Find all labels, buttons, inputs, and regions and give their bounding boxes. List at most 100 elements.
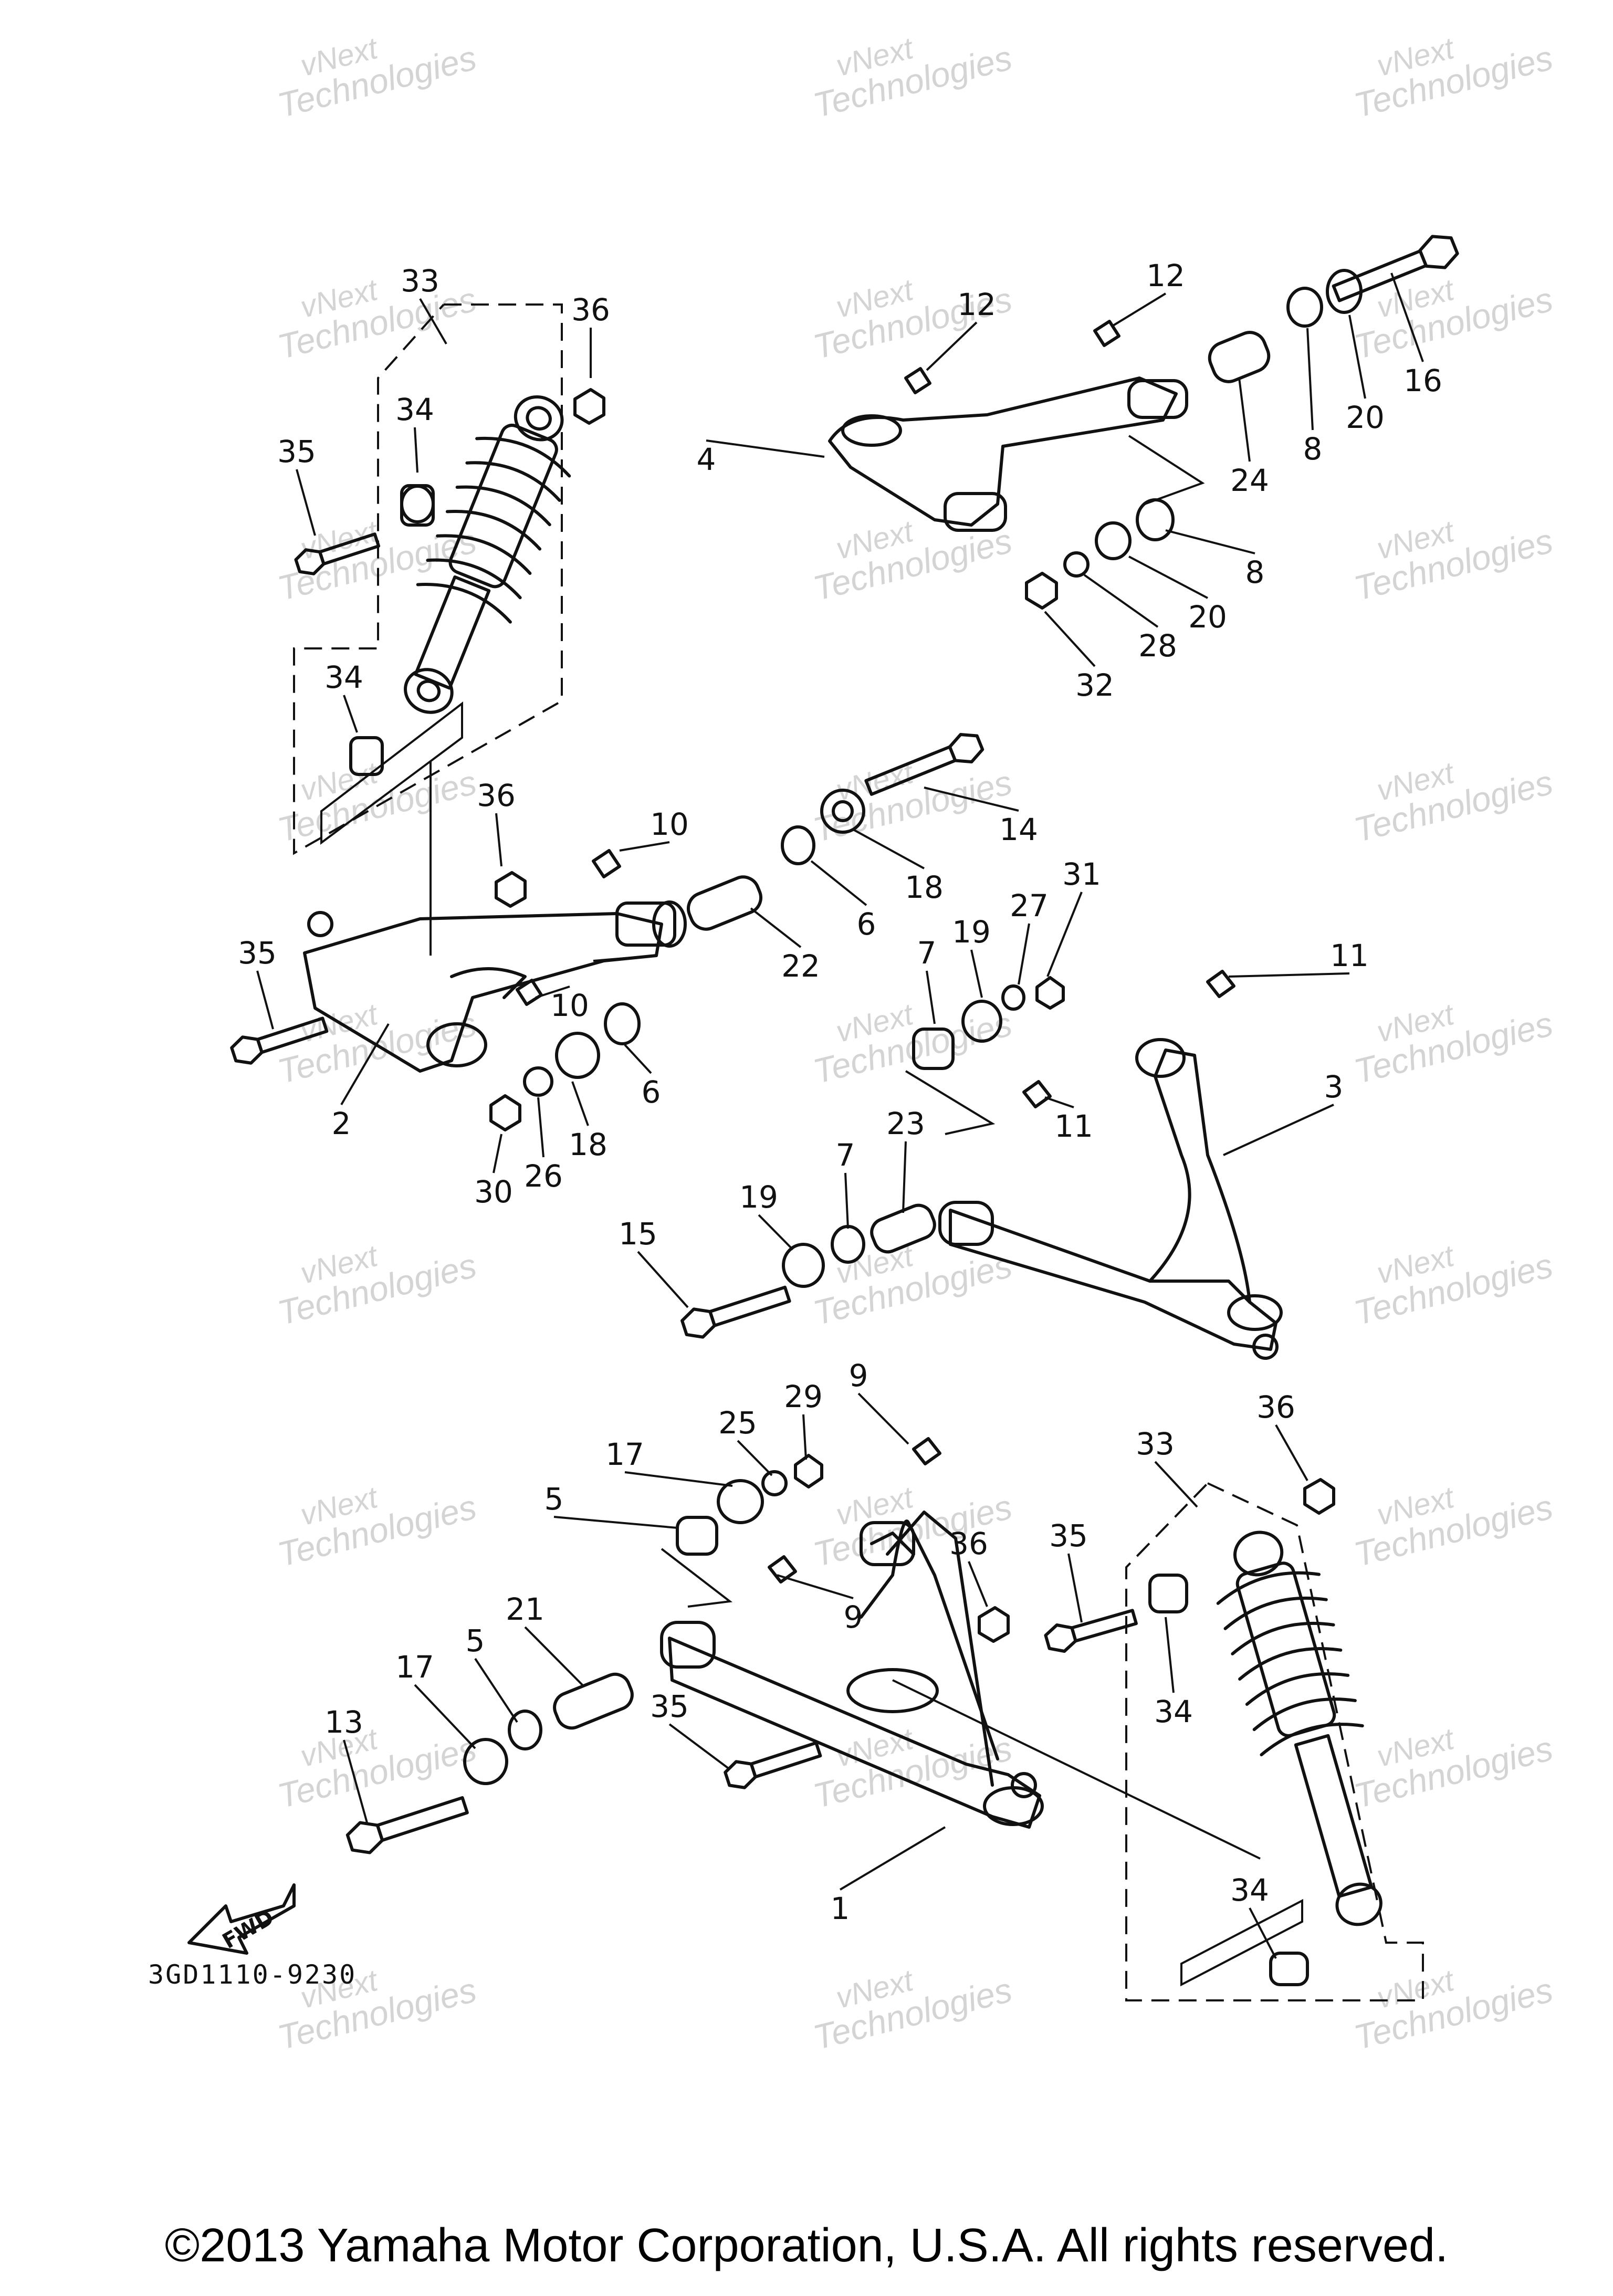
callout-number[interactable]: 2 xyxy=(332,1106,351,1141)
callout-leader-line xyxy=(1306,328,1314,431)
callout-number[interactable]: 8 xyxy=(1303,431,1323,467)
callout-number[interactable]: 34 xyxy=(395,392,434,427)
callout-number[interactable]: 32 xyxy=(1075,667,1114,703)
callout-leader-line xyxy=(857,1392,909,1445)
front-shock-absorber-lower-right[interactable] xyxy=(1044,1478,1424,2001)
watermark: vNextTechnologies xyxy=(802,1941,1015,2057)
callout-leader-line xyxy=(1228,972,1350,978)
callout-number[interactable]: 33 xyxy=(401,263,439,299)
callout-number[interactable]: 20 xyxy=(1188,599,1227,635)
callout-number[interactable]: 6 xyxy=(642,1074,661,1110)
callout-leader-line xyxy=(624,1044,652,1074)
callout-number[interactable]: 3 xyxy=(1324,1069,1344,1105)
callout-number[interactable]: 5 xyxy=(466,1623,485,1659)
callout-number[interactable]: 4 xyxy=(697,442,716,477)
callout-leader-line xyxy=(1238,378,1251,462)
front-shock-absorber-upper-left[interactable] xyxy=(293,303,605,956)
callout-number[interactable]: 18 xyxy=(569,1127,608,1162)
callout-number[interactable]: 9 xyxy=(849,1358,868,1393)
callout-number[interactable]: 1 xyxy=(831,1891,850,1926)
callout-leader-line xyxy=(802,1414,807,1460)
callout-number[interactable]: 16 xyxy=(1403,363,1442,399)
callout-number[interactable]: 8 xyxy=(1245,554,1265,590)
watermark: vNextTechnologies xyxy=(1343,1699,1556,1816)
callout-number[interactable]: 18 xyxy=(905,869,944,905)
callout-number[interactable]: 25 xyxy=(718,1405,757,1441)
callout-number[interactable]: 30 xyxy=(474,1174,513,1210)
callout-number[interactable]: 29 xyxy=(784,1379,823,1414)
callout-leader-line xyxy=(926,970,936,1024)
callout-leader-line xyxy=(1067,1553,1083,1623)
callout-number[interactable]: 34 xyxy=(1154,1694,1193,1729)
upper-arm-right-3[interactable] xyxy=(680,970,1283,1360)
callout-number[interactable]: 35 xyxy=(277,434,316,469)
callout-number[interactable]: 36 xyxy=(477,778,516,813)
lower-arm-right-4[interactable] xyxy=(828,230,1461,610)
callout-leader-line xyxy=(1223,1104,1334,1156)
callout-number[interactable]: 31 xyxy=(1062,856,1101,892)
callout-number[interactable]: 22 xyxy=(781,948,820,984)
callout-number[interactable]: 11 xyxy=(1054,1108,1093,1144)
callout-number[interactable]: 36 xyxy=(1256,1389,1295,1425)
callout-leader-line xyxy=(970,949,983,998)
callout-number[interactable]: 26 xyxy=(524,1158,563,1194)
lower-arm-1[interactable] xyxy=(345,1437,1261,1860)
watermark: vNextTechnologies xyxy=(266,8,480,125)
watermark: vNextTechnologies xyxy=(266,974,480,1091)
watermark: vNextTechnologies xyxy=(1343,974,1556,1091)
watermark: vNextTechnologies xyxy=(266,1458,480,1574)
callout-number[interactable]: 12 xyxy=(957,287,996,322)
callout-leader-line xyxy=(637,1251,689,1308)
callout-number[interactable]: 33 xyxy=(1136,1426,1175,1462)
callout-number[interactable]: 20 xyxy=(1346,400,1385,435)
callout-number[interactable]: 27 xyxy=(1010,888,1049,924)
callout-number[interactable]: 24 xyxy=(1230,463,1269,498)
callout-number[interactable]: 17 xyxy=(605,1437,644,1472)
callout-number[interactable]: 10 xyxy=(550,988,589,1023)
callout-leader-line xyxy=(343,695,358,733)
upper-arm-left-2[interactable] xyxy=(229,729,985,1131)
callout-number[interactable]: 35 xyxy=(1049,1518,1088,1554)
callout-leader-line xyxy=(1046,892,1083,977)
callout-number[interactable]: 28 xyxy=(1138,628,1177,664)
callout-number[interactable]: 36 xyxy=(949,1526,988,1561)
watermark: vNextTechnologies xyxy=(1343,1458,1556,1574)
callout-number[interactable]: 6 xyxy=(857,906,876,942)
callout-number[interactable]: 34 xyxy=(324,659,363,695)
callout-number[interactable]: 10 xyxy=(650,806,689,842)
watermark: vNextTechnologies xyxy=(266,250,480,366)
callout-number[interactable]: 35 xyxy=(238,935,277,971)
callout-leader-line xyxy=(340,1023,390,1106)
callout-number[interactable]: 34 xyxy=(1230,1872,1269,1908)
callout-number[interactable]: 12 xyxy=(1146,258,1185,293)
callout-number[interactable]: 11 xyxy=(1330,938,1369,973)
callout-leader-line xyxy=(474,1658,518,1723)
callout-number[interactable]: 5 xyxy=(544,1481,564,1517)
watermark: vNextTechnologies xyxy=(1343,1941,1556,2057)
callout-number[interactable]: 19 xyxy=(739,1179,778,1215)
callout-leader-line xyxy=(1165,1617,1175,1693)
callout-number[interactable]: 9 xyxy=(844,1599,863,1635)
callout-number[interactable]: 7 xyxy=(836,1137,855,1173)
callout-number[interactable]: 17 xyxy=(395,1649,434,1685)
callout-number[interactable]: 13 xyxy=(324,1704,363,1740)
callout-number[interactable]: 36 xyxy=(571,292,610,328)
callout-leader-line xyxy=(1275,1424,1308,1481)
callout-leader-line xyxy=(1018,923,1030,985)
callout-leader-line xyxy=(839,1826,946,1891)
watermark: vNextTechnologies xyxy=(266,1216,480,1333)
callout-leader-line xyxy=(737,1440,773,1476)
callout-leader-line xyxy=(619,841,670,852)
callout-leader-line xyxy=(1128,555,1208,599)
callout-leader-line xyxy=(419,298,447,345)
callout-number[interactable]: 23 xyxy=(886,1106,925,1141)
callout-leader-line xyxy=(1249,1907,1277,1959)
callout-number[interactable]: 21 xyxy=(506,1591,544,1627)
callout-number[interactable]: 14 xyxy=(999,812,1038,847)
callout-number[interactable]: 7 xyxy=(917,935,937,971)
callout-leader-line xyxy=(810,860,867,906)
callout-leader-line xyxy=(1112,292,1167,327)
callout-number[interactable]: 35 xyxy=(650,1689,689,1724)
callout-number[interactable]: 19 xyxy=(952,914,991,950)
callout-number[interactable]: 15 xyxy=(619,1216,657,1252)
